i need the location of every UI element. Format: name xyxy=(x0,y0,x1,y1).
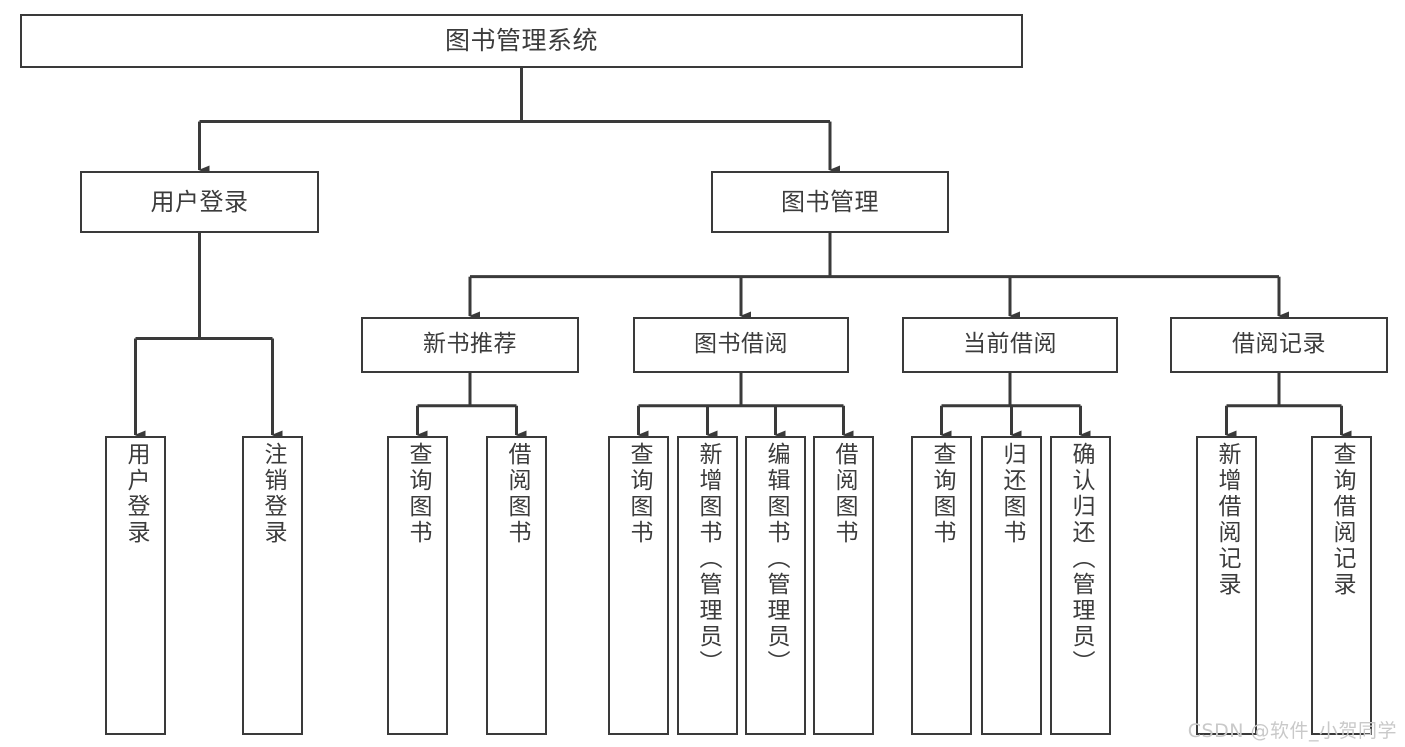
node-leaf-confirm-ret[interactable]: 确认归还（管理员） xyxy=(1050,436,1111,735)
node-leaf-query-book-3[interactable]: 查询图书 xyxy=(911,436,972,735)
node-label: 用户登录 xyxy=(123,442,149,546)
node-leaf-query-book-1[interactable]: 查询图书 xyxy=(387,436,448,735)
node-book-borrow[interactable]: 图书借阅 xyxy=(633,317,849,373)
node-label: 注销登录 xyxy=(260,442,286,546)
node-root[interactable]: 图书管理系统 xyxy=(20,14,1023,68)
node-label: 新增图书（管理员） xyxy=(695,442,721,676)
node-leaf-borrow-book-2[interactable]: 借阅图书 xyxy=(813,436,874,735)
node-leaf-return-book[interactable]: 归还图书 xyxy=(981,436,1042,735)
node-leaf-add-book[interactable]: 新增图书（管理员） xyxy=(677,436,738,735)
node-current-borrow[interactable]: 当前借阅 xyxy=(902,317,1118,373)
node-label: 图书管理系统 xyxy=(444,26,598,56)
node-borrow-record[interactable]: 借阅记录 xyxy=(1170,317,1388,373)
node-leaf-query-record[interactable]: 查询借阅记录 xyxy=(1311,436,1372,735)
node-label: 当前借阅 xyxy=(963,331,1057,358)
node-new-book-rec[interactable]: 新书推荐 xyxy=(361,317,579,373)
node-label: 新增借阅记录 xyxy=(1214,442,1240,598)
node-label: 用户登录 xyxy=(150,187,249,216)
node-label: 借阅记录 xyxy=(1232,331,1326,358)
node-label: 借阅图书 xyxy=(504,442,530,546)
node-label: 新书推荐 xyxy=(423,331,517,358)
node-user-login[interactable]: 用户登录 xyxy=(80,171,319,233)
node-label: 确认归还（管理员） xyxy=(1068,442,1094,676)
node-label: 查询借阅记录 xyxy=(1329,442,1355,598)
node-leaf-logout[interactable]: 注销登录 xyxy=(242,436,303,735)
node-label: 查询图书 xyxy=(405,442,431,546)
node-leaf-edit-book[interactable]: 编辑图书（管理员） xyxy=(745,436,806,735)
node-leaf-user-login[interactable]: 用户登录 xyxy=(105,436,166,735)
node-label: 图书管理 xyxy=(781,187,879,216)
node-label: 图书借阅 xyxy=(694,331,788,358)
node-label: 借阅图书 xyxy=(831,442,857,546)
node-label: 查询图书 xyxy=(626,442,652,546)
node-leaf-add-record[interactable]: 新增借阅记录 xyxy=(1196,436,1257,735)
node-leaf-borrow-book-1[interactable]: 借阅图书 xyxy=(486,436,547,735)
node-label: 归还图书 xyxy=(999,442,1025,546)
node-label: 编辑图书（管理员） xyxy=(763,442,789,676)
node-book-manage[interactable]: 图书管理 xyxy=(711,171,949,233)
watermark: CSDN @软件_小贺同学 xyxy=(1187,720,1397,742)
node-label: 查询图书 xyxy=(929,442,955,546)
node-leaf-query-book-2[interactable]: 查询图书 xyxy=(608,436,669,735)
